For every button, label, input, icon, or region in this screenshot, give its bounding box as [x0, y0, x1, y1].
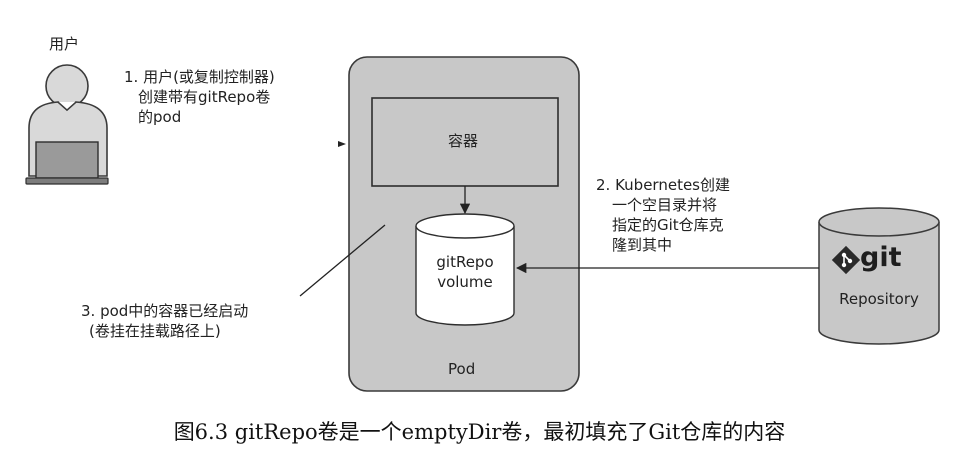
step1-text: 1. 用户(或复制控制器) 创建带有gitRepo卷 的pod: [124, 67, 275, 127]
step1-line: 的pod: [138, 108, 182, 126]
repository-cylinder: [818, 207, 940, 345]
container-box: [371, 97, 559, 187]
volume-label-line: gitRepo: [436, 253, 494, 271]
step2-line: 隆到其中: [612, 236, 673, 254]
figure-caption: 图6.3 gitRepo卷是一个emptyDir卷，最初填充了Git仓库的内容: [173, 420, 786, 444]
step2-line: 指定的Git仓库克: [612, 216, 724, 234]
step2-text: 2. Kubernetes创建 一个空目录并将 指定的Git仓库克 隆到其中: [596, 175, 730, 255]
user-label: 用户: [49, 35, 80, 53]
volume-cylinder: [415, 213, 515, 326]
step3-line: 3. pod中的容器已经启动: [81, 302, 249, 320]
step2-line: 一个空目录并将: [612, 196, 718, 214]
volume-label: gitRepo volume: [416, 252, 514, 292]
step1-arrow-icon: [338, 141, 346, 147]
container-label: 容器: [448, 132, 479, 150]
git-logo-icon: [831, 245, 861, 275]
step2-line: 2. Kubernetes创建: [596, 176, 730, 194]
step3-line: (卷挂在挂载路径上): [89, 322, 221, 340]
step3-pointer-line: [299, 224, 386, 297]
step1-line: 1. 用户(或复制控制器): [124, 68, 275, 86]
step1-line: 创建带有gitRepo卷: [138, 88, 271, 106]
git-logo-text: git: [860, 242, 902, 273]
volume-label-line: volume: [437, 273, 493, 291]
step3-text: 3. pod中的容器已经启动 (卷挂在挂载路径上): [81, 301, 248, 341]
laptop-icon: [25, 141, 109, 185]
pod-label: Pod: [448, 360, 476, 378]
repository-label: Repository: [839, 290, 919, 308]
